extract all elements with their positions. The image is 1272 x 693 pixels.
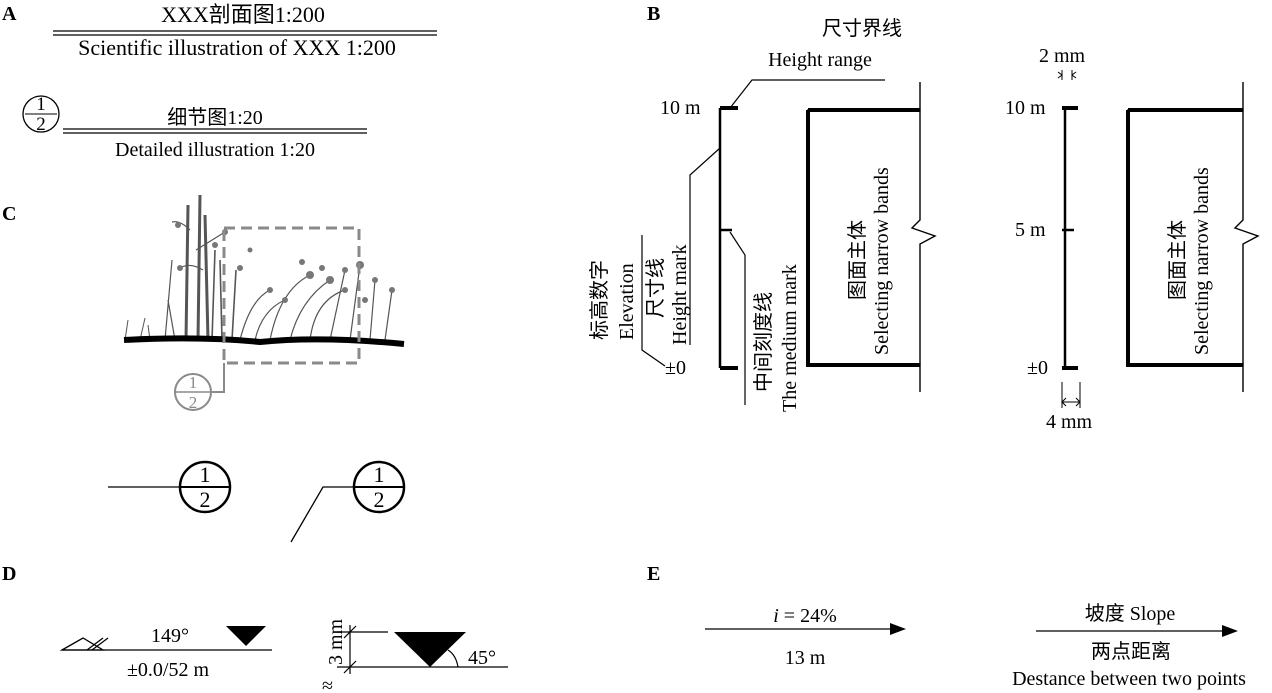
section-title-cn: XXX剖面图1:200: [161, 2, 325, 27]
approx-symbol: ≈: [322, 675, 333, 693]
angle-45-label: 45°: [468, 647, 496, 669]
detail-index-circle: [22, 95, 60, 133]
body-cn-right: 图面主体: [1166, 220, 1189, 300]
elevation-leader: [641, 235, 666, 367]
panel-b: 尺寸界线 Height range 10 m ±0 标高数字 Elevation…: [588, 17, 1260, 433]
index-den-2: 2: [374, 487, 385, 512]
ground-line: [123, 335, 405, 347]
slope-distance-label: 13 m: [785, 647, 826, 669]
detail-callout-den: 2: [189, 393, 198, 412]
body-frame-right: [1126, 110, 1243, 367]
level-10m-left: 10 m: [660, 97, 701, 119]
body-en-left: Selecting narrow bands: [871, 167, 893, 355]
dim-tick-top: [343, 625, 357, 639]
panel-label-b: B: [647, 3, 660, 25]
panel-label-a: A: [2, 3, 17, 25]
height-range-cn: 尺寸界线: [822, 17, 902, 40]
slope-arrowhead-2: [1222, 625, 1238, 637]
panel-e: i = 24% 13 m 坡度 Slope 两点距离 Destance betw…: [705, 602, 1246, 690]
index-den-1: 2: [200, 487, 211, 512]
height-mark-leader: [689, 147, 721, 345]
top-dim-arrows: [1057, 71, 1077, 79]
elevation-en-label: Elevation: [616, 263, 638, 340]
detail-title-en: Detailed illustration 1:20: [115, 139, 315, 161]
slope-ratio-label: i = 24%: [773, 605, 837, 627]
detail-index-number: 1: [36, 94, 46, 115]
slope-value: = 24%: [779, 605, 837, 627]
detail-title-cn: 细节图1:20: [167, 106, 263, 129]
detail-callout-num: 1: [189, 373, 198, 392]
medium-mark-cn-label: 中间刻度线: [752, 292, 775, 392]
angle-label-149: 149°: [151, 625, 189, 647]
north-triangle-outline: [59, 637, 106, 651]
two-points-cn-label: 两点距离: [1091, 640, 1171, 663]
top-dim-label: 2 mm: [1039, 45, 1086, 67]
index-num-1: 1: [200, 462, 211, 487]
elevation-triangle-large: [394, 632, 466, 667]
break-slash-1: [86, 637, 104, 651]
dim-3mm-label: 3 mm: [325, 618, 347, 665]
section-title-en: Scientific illustration of XXX 1:200: [78, 35, 396, 60]
break-line-right: [1233, 110, 1260, 365]
panel-label-d: D: [2, 563, 16, 585]
medium-mark-en-label: The medium mark: [779, 264, 801, 412]
angle-arc-45: [447, 649, 459, 668]
break-line-left: [910, 110, 937, 365]
body-frame-left: [806, 110, 920, 367]
slope-title-label: 坡度 Slope: [1085, 602, 1176, 625]
panel-label-c: C: [2, 203, 16, 225]
break-slash-2: [91, 637, 109, 651]
level-5m-right: 5 m: [1015, 219, 1046, 241]
height-mark-en-label: Height mark: [669, 244, 691, 345]
dim-tick-bottom: [343, 660, 357, 674]
level-zero-left: ±0: [665, 357, 686, 379]
index-num-2: 1: [374, 462, 385, 487]
height-range-leader: [729, 79, 885, 109]
bottom-dim-arrows: [1061, 397, 1081, 407]
panel-c: 1 2 1 2 1 2: [108, 194, 406, 543]
panel-a: XXX剖面图1:200 Scientific illustration of X…: [22, 2, 437, 161]
detail-callout-leader: [212, 363, 225, 393]
detail-index-sheet: 2: [36, 114, 46, 135]
elevation-cn-label: 标高数字: [588, 260, 611, 340]
panel-d: 149° ±0.0/52 m 3 mm ≈ 45°: [59, 618, 508, 693]
index-leader-angled: [290, 486, 354, 543]
two-points-en-label: Destance between two points: [1012, 668, 1246, 690]
height-mark-cn-label: 尺寸线: [644, 258, 667, 318]
slope-symbol: i: [773, 605, 779, 627]
vegetation-illustration: [124, 194, 395, 341]
level-10m-right: 10 m: [1005, 97, 1046, 119]
medium-mark-leader: [729, 231, 746, 405]
level-zero-right: ±0: [1027, 357, 1048, 379]
slope-arrowhead-1: [890, 623, 906, 635]
body-cn-left: 图面主体: [846, 220, 869, 300]
height-range-en: Height range: [768, 49, 872, 71]
bottom-dim-label: 4 mm: [1046, 411, 1093, 433]
elevation-value-label: ±0.0/52 m: [127, 659, 210, 681]
body-en-right: Selecting narrow bands: [1191, 167, 1213, 355]
elevation-marker-filled: [226, 626, 266, 646]
panel-label-e: E: [647, 563, 660, 585]
